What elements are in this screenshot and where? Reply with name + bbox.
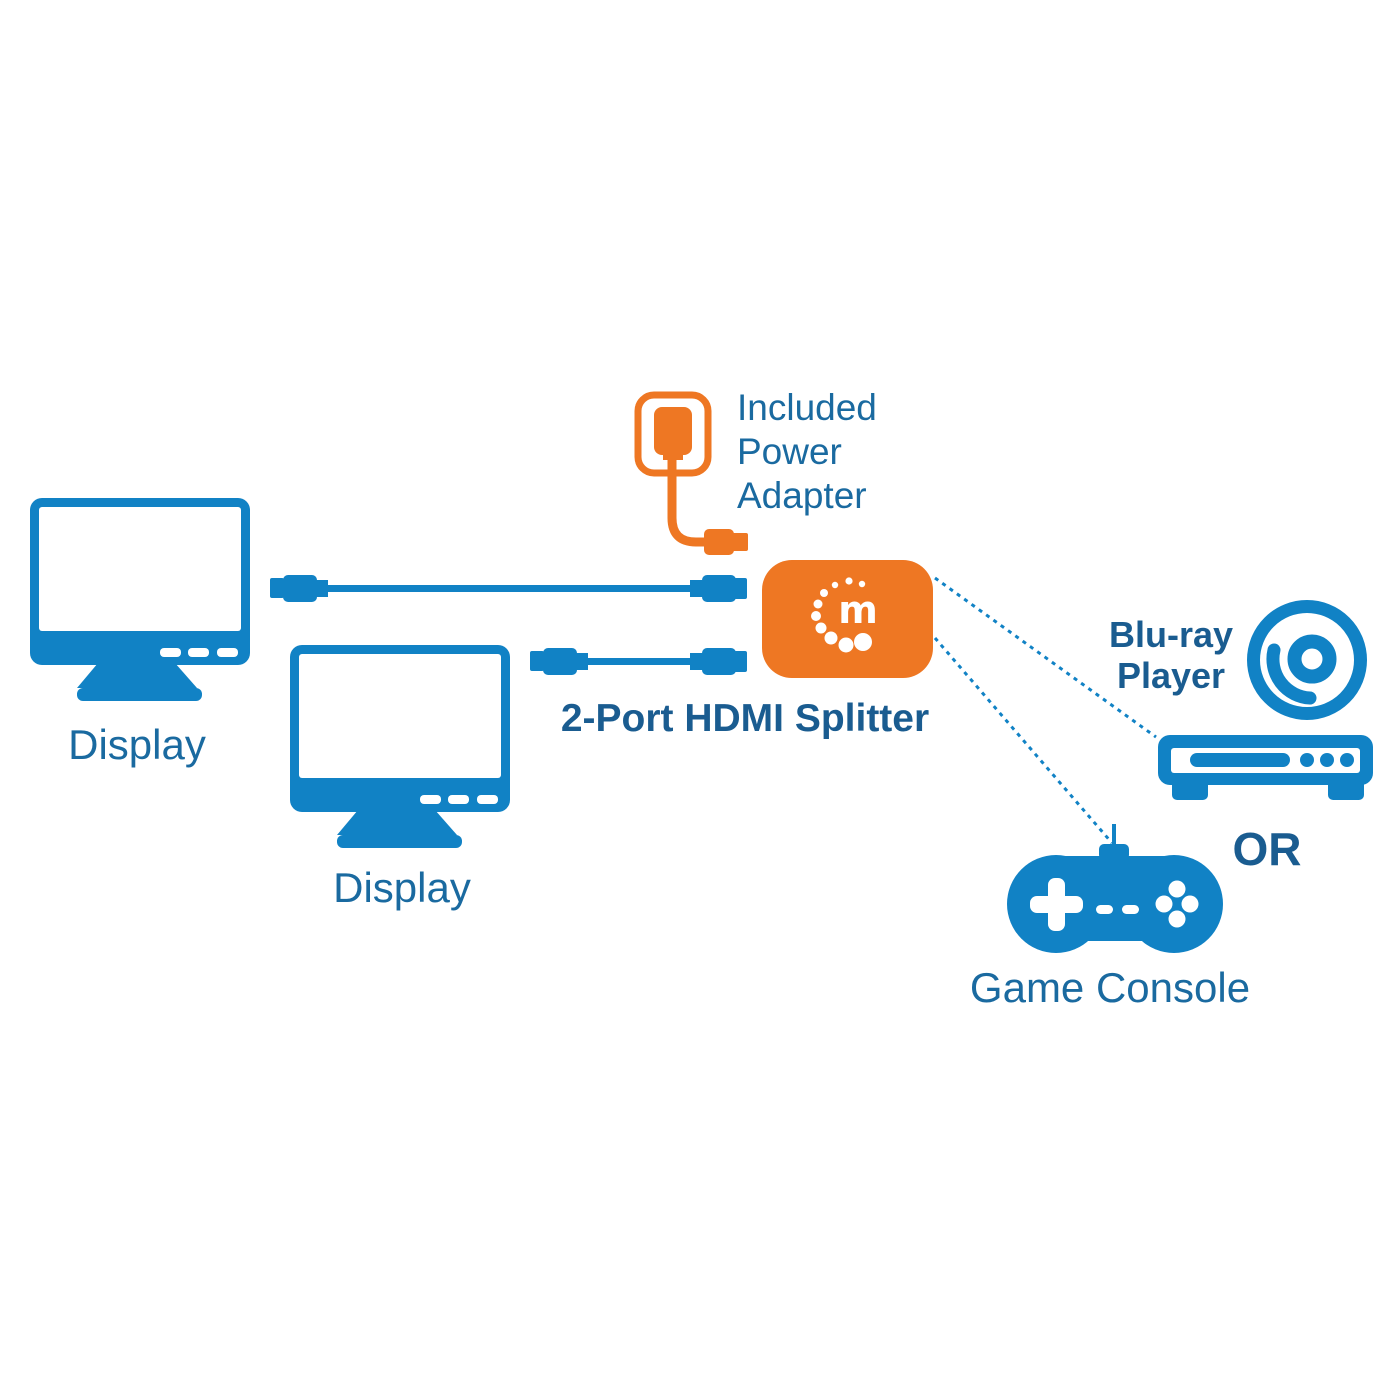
splitter-label: 2-Port HDMI Splitter xyxy=(560,697,930,740)
manhattan-logo-icon: m xyxy=(811,577,878,653)
power-adapter-label-line2: Power xyxy=(737,431,842,472)
bluray-label-line1: Blu-ray xyxy=(1108,614,1234,655)
connection-dotted-line-bluray xyxy=(934,576,1157,739)
display-label-2: Display xyxy=(333,864,471,911)
bluray-label-line2: Player xyxy=(1116,655,1226,696)
bluray-disc-icon xyxy=(1247,600,1367,720)
display-icon xyxy=(290,645,510,848)
display-icon xyxy=(30,498,250,701)
bluray-label: Blu-ray Player xyxy=(1071,614,1271,696)
game-console-label: Game Console xyxy=(969,964,1251,1011)
power-adapter-label-line3: Adapter xyxy=(737,475,867,516)
game-controller-icon xyxy=(1007,824,1223,953)
logo-letter: m xyxy=(838,588,878,632)
power-adapter-label: Included Power Adapter xyxy=(737,386,877,518)
power-adapter-label-line1: Included xyxy=(737,387,877,428)
display-label-1: Display xyxy=(68,721,206,768)
or-label: OR xyxy=(1232,823,1302,875)
bluray-player-icon xyxy=(1158,735,1373,800)
splitter-box: m xyxy=(762,560,933,678)
hdmi-cable-icon xyxy=(530,648,747,675)
power-adapter-icon xyxy=(634,391,748,555)
hdmi-cable-icon xyxy=(270,575,747,602)
connection-dotted-line-console xyxy=(933,637,1114,844)
